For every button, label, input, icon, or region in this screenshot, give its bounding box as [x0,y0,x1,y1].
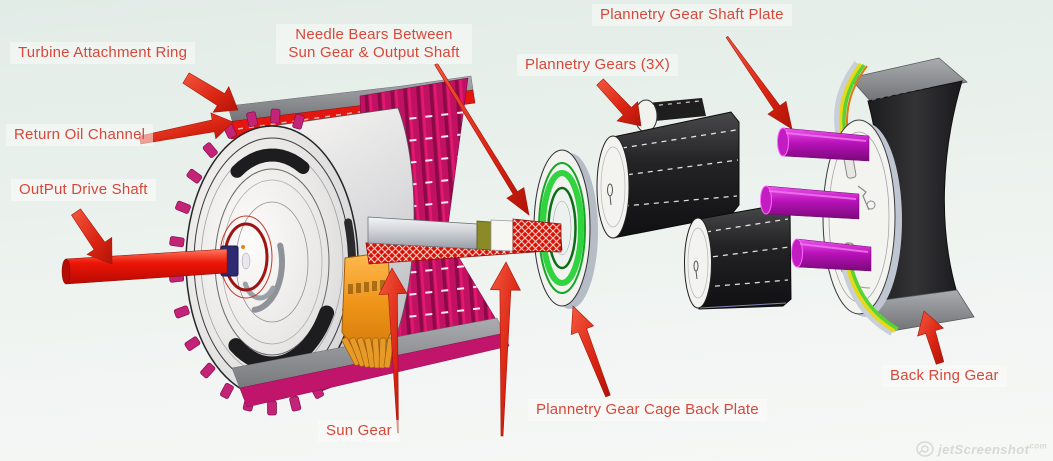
label-needle-bears: Needle Bears Between Sun Gear & Output S… [276,24,472,64]
sun-gear-part [341,251,394,369]
arrow-sun-gear [378,267,408,434]
planetary-gear-1 [596,111,740,239]
planet-pin-shafts [760,127,872,272]
watermark: jetScreenshotcom [916,440,1047,458]
arrow-plannetry-gears-3x [596,78,642,127]
label-sun-gear: Sun Gear [318,420,400,442]
label-plannetry-gear-cage-back-plate: Plannetry Gear Cage Back Plate [528,399,767,421]
label-needle-bears-line2: Sun Gear & Output Shaft [288,44,460,61]
label-plannetry-gear-shaft-plate: Plannetry Gear Shaft Plate [592,4,792,26]
label-back-ring-gear: Back Ring Gear [882,365,1007,387]
label-plannetry-gears-3x: Plannetry Gears (3X) [517,54,678,76]
pin-shaft-1 [777,127,870,162]
arrow-plannetry-gear-shaft-plate [725,35,793,130]
label-needle-bears-line1: Needle Bears Between [295,26,453,43]
watermark-text: jetScreenshotcom [938,441,1047,457]
planetary-gear-2 [684,203,792,310]
pin-shaft-3 [791,238,872,272]
needle-bearing-shaft [365,216,563,265]
jetscreenshot-logo-icon [916,441,934,457]
label-return-oil-channel: Return Oil Channel [6,124,154,146]
arrow-output-drive-shaft [71,208,113,265]
arrow-sun-shaft-pointer [489,261,521,437]
watermark-suffix: com [1029,441,1047,451]
drum-rim-teeth [168,108,324,416]
arrow-back-ring-gear [917,310,945,365]
arrow-turbine-attachment-ring [182,72,239,113]
label-output-drive-shaft: OutPut Drive Shaft [11,179,156,201]
bottom-magenta-strip [239,332,510,408]
arrow-return-oil-channel [138,112,234,145]
output-shaft-sleeve [367,216,478,250]
needle-bearing-section [512,218,562,253]
planetary-gears [596,98,792,310]
arrow-plannetry-gear-cage-back-plate [570,305,611,398]
pin-shaft-2 [760,185,860,220]
arrow-needle-bears [434,62,530,216]
turbine-drum-assembly [61,75,510,416]
label-turbine-attachment-ring: Turbine Attachment Ring [10,42,196,64]
annotation-arrows [71,35,945,437]
